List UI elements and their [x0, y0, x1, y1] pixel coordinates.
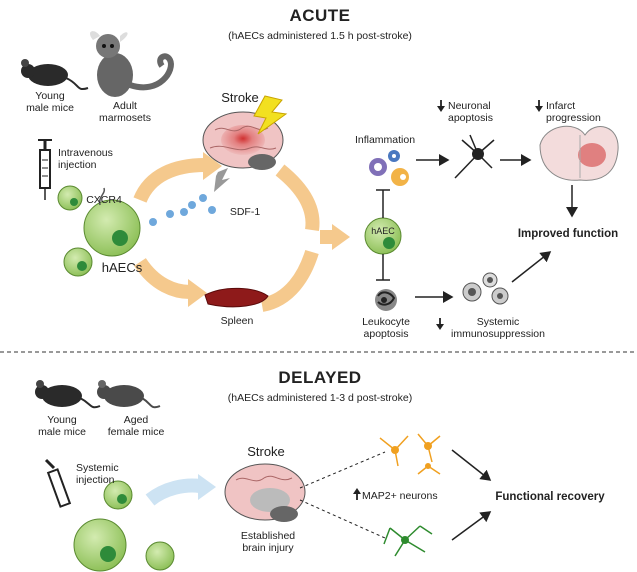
marmoset-icon: [90, 31, 174, 97]
down-arrow-icon: [436, 318, 444, 330]
young-mouse-icon: [35, 380, 101, 409]
spleen-icon: [204, 287, 269, 308]
young-mice-label: Young male mice: [26, 90, 74, 114]
improved-function-label: Improved function: [517, 228, 619, 240]
young-mouse-icon: [21, 59, 89, 90]
haec-cells-cluster: [73, 480, 175, 572]
orange-neurons-icon: [379, 433, 441, 475]
map2-neurons-label: MAP2+ neurons: [362, 490, 438, 502]
acute-subtitle: (hAECs administered 1.5 h post-stroke): [228, 30, 412, 42]
delayed-flow-arrows: [451, 449, 492, 541]
delayed-title: DELAYED: [278, 368, 362, 387]
haec-cell-label: hAEC: [371, 226, 395, 236]
down-arrow-icon: [437, 100, 445, 112]
up-arrow-icon: [353, 488, 361, 500]
marmosets-label: Adult marmosets: [99, 100, 151, 124]
sdf1-dots: [149, 194, 216, 226]
systemic-injection-label: Systemic injection: [76, 462, 119, 486]
leukocyte-apoptosis-label: Leukocyte apoptosis: [362, 316, 410, 340]
leukocyte-icon: [375, 289, 397, 311]
apoptotic-cells-icon: [462, 272, 509, 305]
systemic-immunosuppression-label: Systemic immunosuppression: [451, 316, 545, 340]
acute-title: ACUTE: [289, 6, 351, 25]
delayed-subtitle: (hAECs administered 1-3 d post-stroke): [227, 392, 413, 404]
brain-section-icon: [539, 125, 619, 181]
young-mice-label: Young male mice: [38, 414, 86, 438]
syringe-icon: [38, 139, 52, 200]
brain-injury-label: Established brain injury: [240, 530, 296, 554]
delayed-stroke-label: Stroke: [247, 444, 285, 459]
inflammation-label: Inflammation: [354, 134, 416, 146]
aged-mouse-icon: [97, 380, 161, 409]
sdf1-downward-arrow: [214, 168, 230, 192]
migration-arrows: [133, 152, 350, 312]
delayed-brain-icon: [224, 463, 306, 522]
aged-mice-label: Aged female mice: [107, 414, 165, 438]
lightning-icon: [253, 95, 288, 135]
functional-recovery-label: Functional recovery: [495, 491, 605, 503]
neuronal-apoptosis-label: Neuronal apoptosis: [448, 100, 493, 124]
syringe-icon: [44, 458, 72, 508]
stroke-label: Stroke: [221, 90, 259, 105]
inflammation-cells-icon: [369, 150, 409, 186]
neuron-icon: [454, 134, 495, 179]
spleen-label: Spleen: [220, 315, 254, 327]
injection-label: Intravenous injection: [58, 147, 113, 171]
inhibition-lines: [376, 189, 390, 281]
blue-arrow: [145, 474, 216, 506]
infarct-progression-label: Infarct progression: [546, 100, 601, 124]
haec-cells-cluster: [57, 185, 141, 277]
down-arrow-icon: [535, 100, 543, 112]
acute-flow-arrows: [415, 154, 578, 303]
green-neurons-icon: [383, 525, 433, 557]
cxcr4-label: CXCR4: [86, 194, 122, 206]
sdf1-label: SDF-1: [229, 206, 261, 218]
haecs-label: hAECs: [101, 260, 143, 275]
